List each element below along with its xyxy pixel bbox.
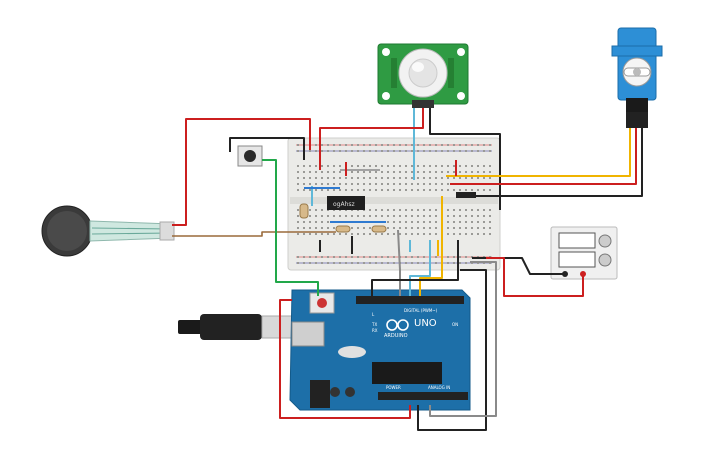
ic-chip[interactable]: ogAhsz xyxy=(327,196,365,210)
wire-red xyxy=(172,118,311,226)
arduino-analog-label: ANALOG IN xyxy=(428,385,450,390)
wire-gray xyxy=(397,229,401,296)
arduino-logo-icon xyxy=(386,319,409,331)
wire-red xyxy=(319,108,424,170)
breadboard[interactable] xyxy=(287,137,501,271)
pir-sensor[interactable] xyxy=(377,43,469,108)
wire-red xyxy=(450,128,637,185)
wire-black xyxy=(371,240,459,296)
diode[interactable] xyxy=(456,192,476,198)
arduino-on-label: ON xyxy=(452,322,458,327)
ic-chip-label: ogAhsz xyxy=(333,201,355,208)
wire-red xyxy=(279,299,411,419)
arduino-rx-label: RX xyxy=(372,328,378,333)
breadboard-holes xyxy=(297,144,491,264)
wire-red xyxy=(486,257,584,297)
force-sensor[interactable] xyxy=(41,205,175,257)
wire-black xyxy=(476,128,643,197)
wire-yellow xyxy=(419,196,443,296)
wire-gray xyxy=(429,261,497,417)
wire-yellow xyxy=(446,128,631,177)
resistor[interactable] xyxy=(299,203,387,233)
wire-black xyxy=(229,137,305,160)
wire-green xyxy=(262,159,319,296)
arduino-l-label: L xyxy=(372,312,375,317)
wire-brown xyxy=(172,231,336,237)
arduino-uno[interactable]: ARDUINO UNO DIGITAL (PWM~) POWER ANALOG … xyxy=(289,289,471,411)
arduino-power-label: POWER xyxy=(386,385,401,390)
wire-blue xyxy=(409,240,431,296)
servo-motor[interactable] xyxy=(611,27,663,128)
power-supply[interactable] xyxy=(550,226,618,280)
wires xyxy=(172,108,643,431)
arduino-digital-label: DIGITAL (PWM~) xyxy=(404,308,438,313)
arduino-tx-label: TX xyxy=(371,322,377,327)
wire-black xyxy=(429,108,501,210)
wire-black xyxy=(417,269,487,431)
usb-cable xyxy=(178,314,293,340)
arduino-model: UNO xyxy=(414,318,437,329)
arduino-brand: ARDUINO xyxy=(384,333,408,339)
pushbutton[interactable] xyxy=(237,145,263,167)
